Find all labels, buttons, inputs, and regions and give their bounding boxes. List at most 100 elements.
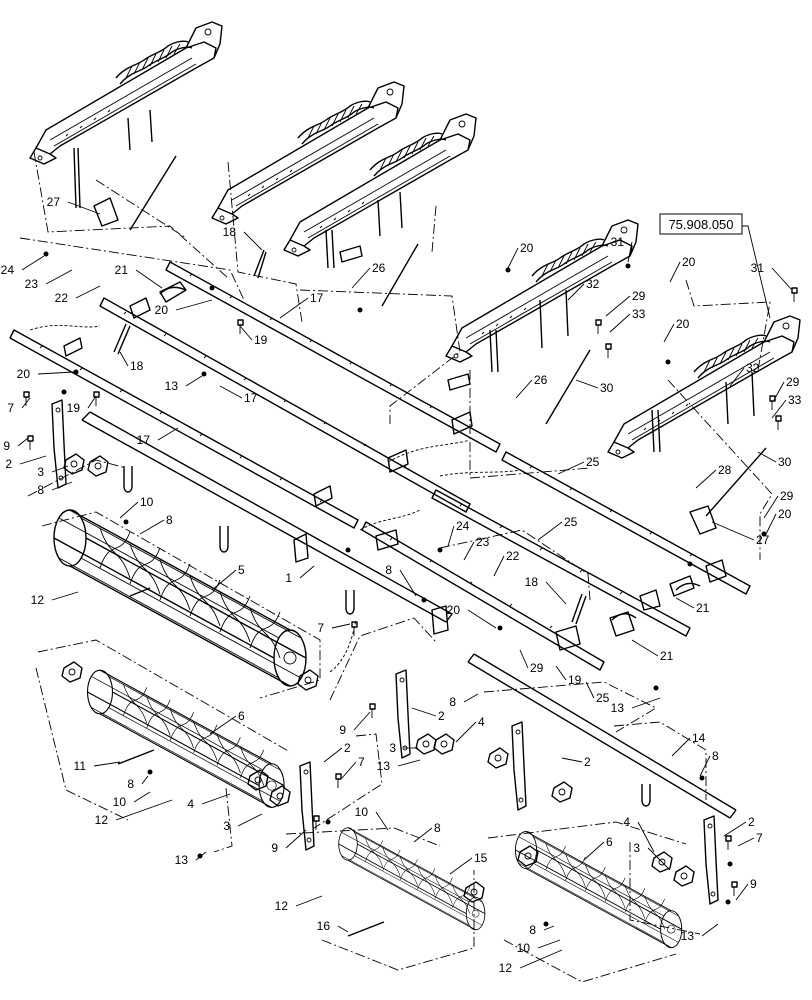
callout-29d: 29 [519,649,544,675]
callout-leader [209,715,237,735]
callout-number: 21 [696,601,710,615]
callout-23a: 23 [25,269,73,291]
callout-leader [455,721,477,743]
callout-leader [771,399,787,419]
callout-leader [51,591,79,601]
long-springs [129,155,767,517]
callout-24a: 24 [1,255,45,277]
callout-7d: 7 [737,831,763,847]
hanger-2b [395,669,411,759]
callout-leader [375,811,389,831]
callout-leader [51,481,73,491]
callout-leader [299,565,315,579]
chains [29,324,521,673]
callout-15a: 15 [449,851,488,875]
callout-number: 10 [113,795,127,809]
callout-leader [21,397,31,409]
callout-leader [765,513,777,535]
callout-13b: 13 [611,697,661,715]
roller-drum-6b [514,831,683,949]
callout-8d: 8 [449,693,479,709]
callout-number: 9 [271,841,278,855]
callout-number: 2 [5,457,12,471]
callout-number: 21 [660,649,674,663]
callout-number: 11 [74,759,87,773]
callout-number: 12 [499,961,513,975]
bearing-block-b [415,733,437,755]
callout-17b: 17 [219,385,258,405]
callout-number: 25 [596,691,610,705]
callout-leader [397,759,421,767]
callout-9b: 9 [339,711,371,737]
callout-number: 20 [682,255,696,269]
callout-leader [757,451,777,463]
callout-number: 7 [358,755,365,769]
callout-number: 27 [756,533,770,547]
callout-leader [583,841,605,861]
callout-leader [557,461,585,475]
callout-number: 16 [317,919,331,933]
callout-number: 8 [449,695,456,709]
callout-number: 17 [137,433,151,447]
callout-number: 26 [372,261,386,275]
callout-number: 3 [37,465,44,479]
callout-leader [637,821,655,853]
callout-number: 6 [606,835,613,849]
callout-number: 23 [476,535,490,549]
callout-leader [243,231,263,251]
hardware [23,251,798,927]
callout-20b: 20 [17,367,75,381]
callout-leader [493,555,505,577]
callout-13c: 13 [377,759,421,773]
callout-26a: 26 [351,261,386,289]
callout-leader [605,295,631,317]
callout-leader [133,791,151,803]
callout-12d: 12 [499,949,563,975]
callout-number: 10 [517,941,531,955]
callout-number: 13 [681,929,695,943]
callout-leader [701,923,719,937]
callout-number: 8 [712,749,719,763]
callout-3c: 3 [223,813,263,833]
callout-leader [561,757,583,763]
reference-box: 75.908.050 [659,213,771,319]
callout-21b: 21 [675,597,710,615]
callout-leader [135,269,163,289]
callout-number: 4 [187,797,194,811]
callout-number: 4 [623,815,630,829]
callout-number: 20 [778,507,792,521]
callout-number: 29 [786,375,800,389]
callout-9c: 9 [271,829,307,855]
callout-leader [37,371,75,375]
long-bolts [117,587,385,937]
callout-4b: 4 [187,793,231,811]
callout-leader [711,521,755,541]
callout-number: 26 [534,373,548,387]
callout-number: 32 [586,277,600,291]
callout-33b: 33 [771,393,802,419]
callout-leader [537,521,563,541]
callout-leader [675,597,695,609]
callout-number: 14 [692,731,706,745]
callout-31b: 31 [751,261,793,291]
callout-30b: 30 [757,451,792,469]
roller-drum-5 [53,509,307,687]
callout-leader [545,581,567,605]
callout-leader [669,261,681,283]
callout-number: 23 [25,277,39,291]
callout-29b: 29 [773,375,800,401]
callout-13a: 13 [165,375,203,393]
callout-leader [323,747,343,763]
callout-number: 17 [244,391,258,405]
callout-number: 28 [718,463,732,477]
callout-leader [201,793,231,805]
callout-number: 27 [47,195,61,209]
rail-brackets [63,197,727,651]
callout-2d: 2 [323,741,351,763]
callout-number: 5 [238,563,245,577]
callout-leader [567,283,585,301]
callout-leader [115,799,173,821]
callout-leader [463,693,479,703]
callout-9d: 9 [735,877,757,901]
callout-7a: 7 [7,397,31,415]
